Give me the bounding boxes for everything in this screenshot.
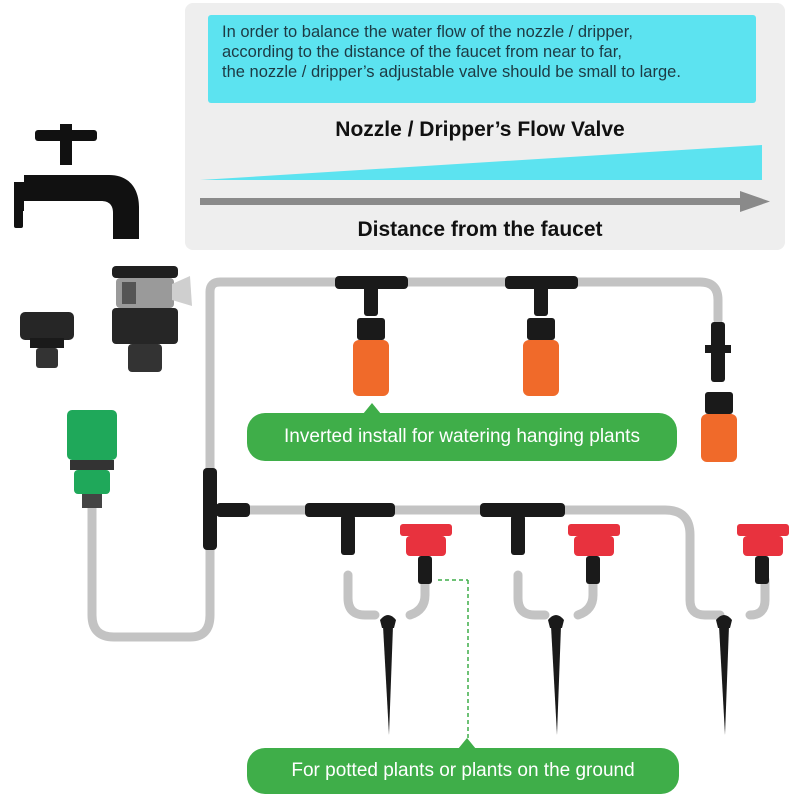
distance-label: Distance from the faucet (357, 218, 603, 241)
ground-banner-pointer (458, 738, 476, 749)
inverted-banner-pointer (363, 403, 381, 414)
upper-tee-2 (505, 276, 578, 316)
info-line-2: according to the distance of the faucet … (222, 43, 622, 61)
adjustable-nozzle-icon-3 (701, 392, 737, 462)
pipe-network (87, 277, 770, 642)
adjustable-nozzle-icon-1 (353, 318, 389, 396)
distance-arrow (200, 191, 770, 212)
lower-tee-2 (480, 503, 565, 555)
info-line-1: In order to balance the water flow of th… (222, 23, 633, 41)
lower-tee-1 (305, 503, 395, 555)
dripper-icon-1 (400, 524, 452, 584)
tee-connector-icon (203, 468, 250, 550)
stake-icon-3 (716, 615, 732, 735)
dripper-icon-3 (737, 524, 789, 584)
flow-valve-label: Nozzle / Dripper’s Flow Valve (335, 118, 625, 141)
dripper-icon-2 (568, 524, 620, 584)
flow-wedge (200, 145, 762, 180)
upper-tee-1 (335, 276, 408, 316)
info-line-3: the nozzle / dripper’s adjustable valve … (222, 63, 681, 81)
quick-connector-icon (67, 410, 117, 508)
inverted-install-banner: Inverted install for watering hanging pl… (247, 413, 677, 461)
hose-adapter-icon (20, 312, 74, 368)
barbed-coupling-icon (705, 322, 731, 382)
faucet-icon (14, 124, 139, 239)
adjustable-nozzle-icon-2 (523, 318, 559, 396)
stake-icon-2 (548, 615, 564, 735)
stake-icon-1 (380, 615, 396, 735)
ground-plants-banner: For potted plants or plants on the groun… (247, 748, 679, 794)
faucet-adapter-icon (112, 266, 192, 372)
info-box: In order to balance the water flow of th… (208, 15, 756, 103)
